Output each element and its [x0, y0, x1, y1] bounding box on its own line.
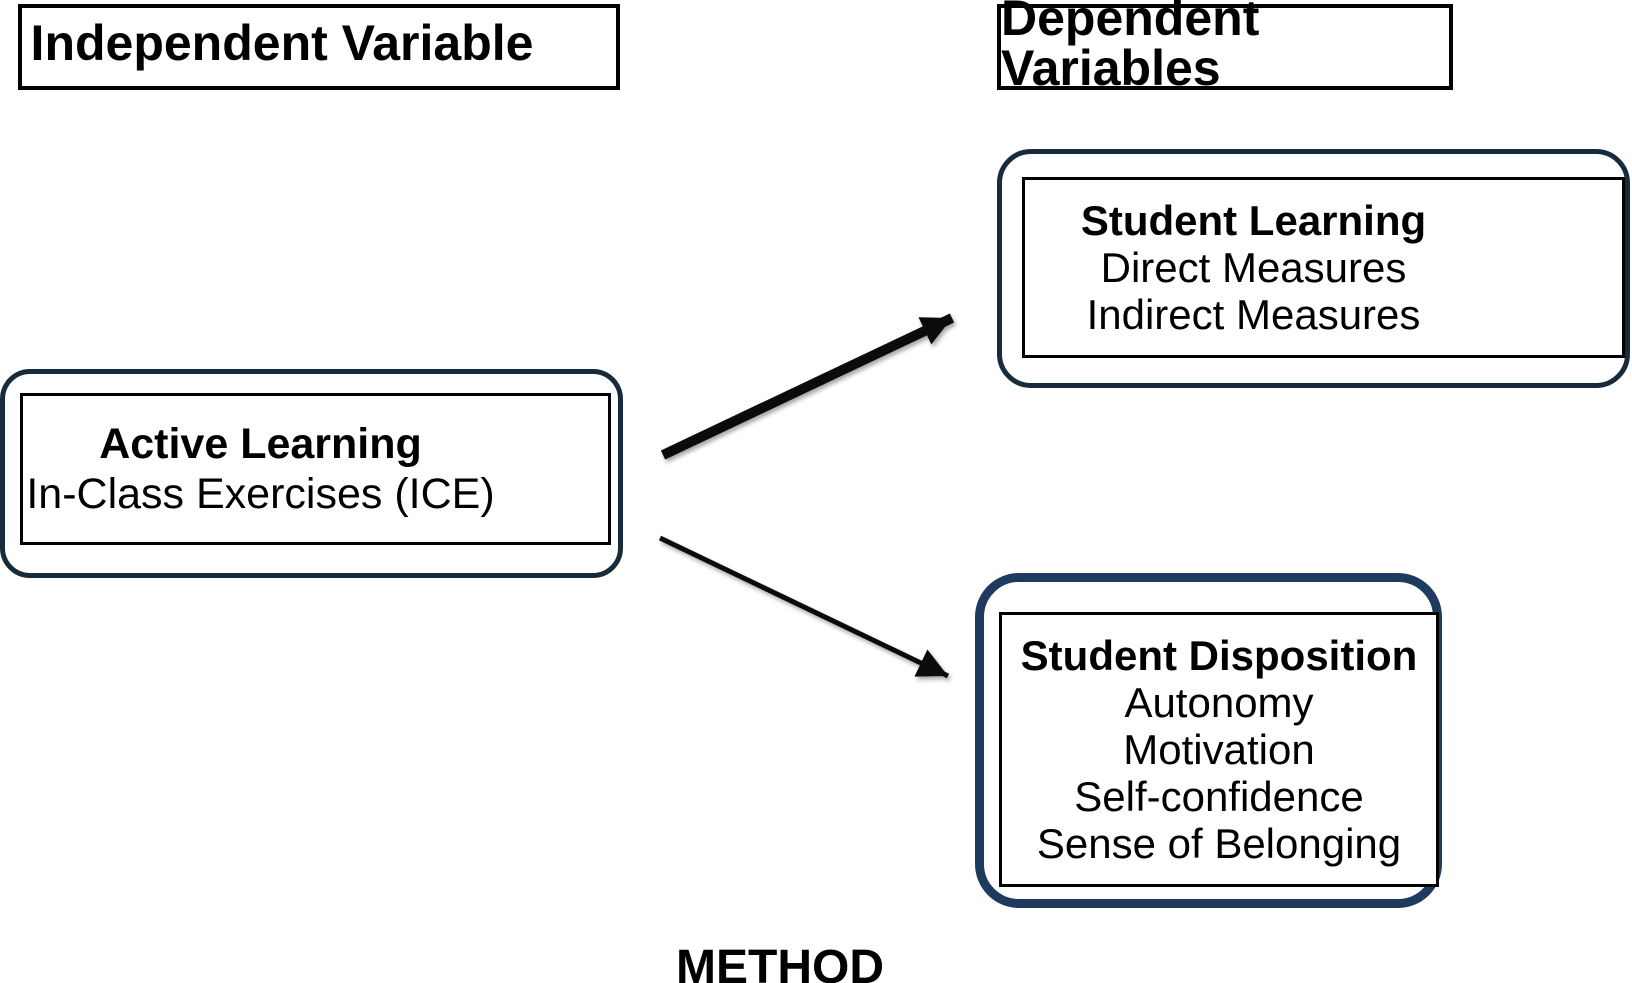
active-learning-subtitle: In-Class Exercises (ICE) [26, 470, 495, 518]
student-learning-title: Student Learning [1080, 197, 1427, 244]
independent-variable-header-label: Independent Variable [30, 15, 534, 71]
active-learning-inner-box: Active Learning In-Class Exercises (ICE) [20, 393, 611, 545]
student-disposition-text: Student Disposition Autonomy Motivation … [1021, 632, 1418, 867]
arrow-to-student-learning [660, 313, 955, 460]
active-learning-text: Active Learning In-Class Exercises (ICE) [26, 419, 494, 519]
student-disposition-item: Sense of Belonging [1036, 820, 1402, 867]
student-disposition-title: Student Disposition [1020, 632, 1418, 679]
student-disposition-item: Autonomy [1124, 679, 1314, 726]
independent-variable-header-box: Independent Variable [18, 4, 620, 90]
method-heading: METHOD [676, 941, 884, 983]
active-learning-node: Active Learning In-Class Exercises (ICE) [0, 369, 623, 578]
arrow-to-student-disposition [658, 535, 950, 679]
student-learning-inner-box: Student Learning Direct Measures Indirec… [1022, 177, 1625, 358]
student-disposition-inner-box: Student Disposition Autonomy Motivation … [999, 612, 1439, 887]
dependent-variables-header-label: Dependent Variables [1001, 0, 1260, 96]
student-learning-node: Student Learning Direct Measures Indirec… [997, 149, 1630, 388]
student-learning-item: Indirect Measures [1086, 291, 1421, 338]
student-disposition-item: Motivation [1123, 726, 1315, 773]
dependent-variables-header-box: Dependent Variables [997, 0, 1453, 93]
active-learning-title: Active Learning [99, 420, 422, 468]
student-disposition-node: Student Disposition Autonomy Motivation … [975, 573, 1442, 908]
student-learning-item: Direct Measures [1100, 244, 1407, 291]
student-learning-text: Student Learning Direct Measures Indirec… [1081, 197, 1426, 338]
student-disposition-item: Self-confidence [1074, 773, 1364, 820]
